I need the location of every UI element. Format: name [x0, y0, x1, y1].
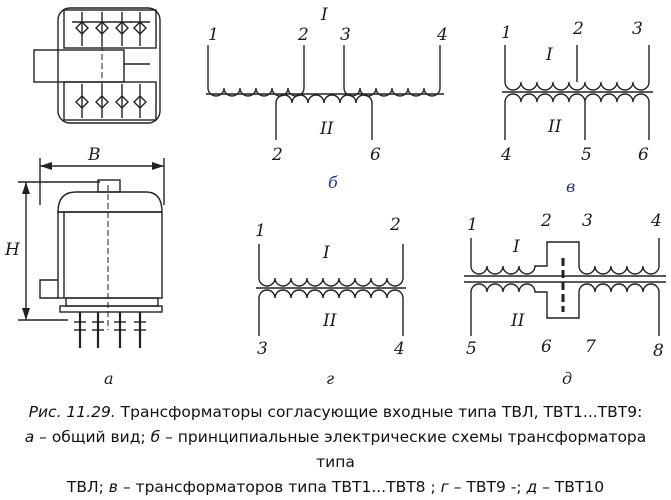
mounting-bracket [39, 279, 58, 299]
primary-winding [504, 45, 650, 91]
view-v-schematic: I II 1 2 3 4 5 6 в [500, 19, 653, 196]
caption-letter-v: в [108, 478, 118, 496]
caption-text-a: – общий вид; [34, 428, 151, 446]
pin-label: 4 [650, 211, 662, 231]
pin-label: 1 [467, 215, 478, 235]
terminal-pins-top [72, 12, 150, 46]
caption-text-g: – ТВТ9 -; [448, 478, 527, 496]
winding-label-secondary: II [547, 117, 562, 137]
caption-figure-number: Рис. 11.29. [28, 403, 116, 421]
can-body [57, 211, 163, 299]
primary-winding [258, 244, 404, 287]
caption-text-d: – ТВТ10 [537, 478, 605, 496]
dim-arrow-bottom [22, 308, 30, 320]
pin-label: 5 [466, 339, 477, 359]
caption-line-3: ТВЛ; в – трансформаторов типа ТВТ1...ТВТ… [10, 475, 661, 500]
terminal-pins-bottom [75, 84, 147, 118]
pin-label: 3 [632, 19, 643, 39]
primary-winding [470, 238, 660, 275]
caption-title: Трансформаторы согласующие входные типа … [115, 403, 643, 421]
pin-label: 2 [389, 215, 401, 235]
caption-letter-d: д [526, 478, 538, 496]
pin-label: 1 [501, 23, 512, 43]
caption-text-tvl: ТВЛ; [66, 478, 109, 496]
pin-label: 1 [255, 221, 266, 241]
caption-letter-a: а [24, 428, 35, 446]
view-letter-g: г [326, 369, 334, 388]
pin-label: 6 [541, 337, 552, 357]
pin-label: 2 [572, 19, 584, 39]
pin-label: 6 [370, 145, 381, 165]
pin-label: 1 [208, 25, 219, 45]
top-view-outline [57, 7, 161, 124]
view-a-general-view: B H а [4, 7, 165, 388]
view-d-schematic: I II 1 2 3 4 5 6 7 8 д [464, 211, 666, 388]
secondary-winding [275, 94, 373, 140]
winding-label-primary: I [545, 45, 553, 65]
winding-label-primary: I [512, 237, 520, 257]
pin-label: 4 [436, 25, 448, 45]
dim-arrow-top [22, 182, 30, 194]
base-flange [59, 305, 163, 313]
pin-label: 4 [500, 145, 512, 165]
transformer-drawing: B H а I II 1 [4, 5, 666, 388]
dim-arrow-left [40, 162, 52, 170]
pin-label: 4 [393, 339, 405, 359]
pin-label: 7 [585, 337, 596, 357]
caption-line-1: Рис. 11.29. Трансформаторы согласующие в… [10, 400, 661, 425]
dim-label-height: H [4, 240, 21, 260]
top-terminal-block [63, 9, 157, 49]
caption-line-2: а – общий вид; б – принципиальные электр… [10, 425, 661, 475]
pin-label: 6 [638, 145, 649, 165]
pin-label: 2 [540, 211, 552, 231]
dim-arrow-right [152, 162, 164, 170]
winding-label-primary: I [320, 5, 328, 25]
caption-text-b: – принципиальные электрические схемы тра… [160, 428, 647, 471]
can-dome [57, 191, 163, 213]
pin-label: 3 [257, 339, 268, 359]
caption-letter-g: г [440, 478, 449, 496]
pin-label: 2 [297, 25, 309, 45]
top-cap [97, 179, 121, 193]
winding-label-secondary: II [510, 311, 525, 331]
view-letter-a: а [104, 369, 114, 388]
view-letter-b: б [328, 173, 338, 192]
winding-label-primary: I [322, 243, 330, 263]
base-plate [65, 297, 159, 307]
secondary-winding [258, 289, 404, 336]
pin-label: 2 [271, 145, 283, 165]
figure-caption: Рис. 11.29. Трансформаторы согласующие в… [10, 400, 661, 500]
winding-label-secondary: II [319, 119, 334, 139]
pin-label: 5 [581, 145, 592, 165]
dim-label-width: B [87, 145, 101, 165]
core-rect [33, 49, 125, 83]
view-g-schematic: I II 1 2 3 4 г [255, 215, 406, 388]
pin-label: 8 [653, 341, 664, 361]
view-b-schematic: I II 1 2 3 4 2 6 б [206, 5, 448, 192]
pin-label: 3 [582, 211, 593, 231]
caption-letter-b: б [150, 428, 161, 446]
figure: B H а I II 1 [4, 5, 666, 496]
winding-label-secondary: II [322, 311, 337, 331]
view-letter-d: д [562, 369, 572, 388]
view-letter-v: в [566, 177, 575, 196]
pin-label: 3 [340, 25, 351, 45]
secondary-winding [470, 283, 660, 336]
lead-pins [74, 312, 146, 348]
caption-text-v: – трансформаторов типа ТВТ1...ТВТ8 ; [117, 478, 441, 496]
secondary-winding [504, 93, 650, 140]
primary-winding-left [207, 45, 305, 97]
primary-winding-right [343, 45, 441, 97]
